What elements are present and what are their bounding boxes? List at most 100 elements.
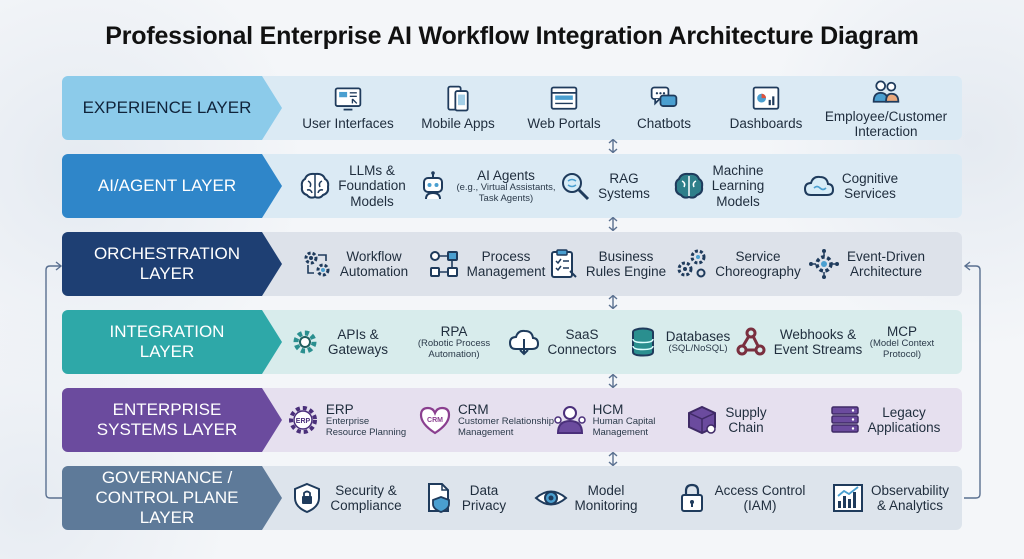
component-title: Legacy Applications [867, 404, 941, 435]
lock-icon [680, 483, 703, 512]
right-feedback-arrow-icon [963, 261, 981, 499]
erp-gear-icon: ERP [288, 406, 317, 434]
server-stack-icon [830, 406, 859, 433]
component-title: Cognitive Services [841, 170, 899, 201]
dashboard-icon [752, 87, 780, 111]
component-text: MCP(Model Context Protocol) [870, 324, 934, 360]
component-text: Data Privacy [462, 483, 506, 513]
component-text: Model Monitoring [574, 483, 637, 513]
layer-items: LLMs & Foundation Models AI Agents(e.g., … [286, 154, 962, 218]
component-text: Employee/Customer Interaction [825, 109, 947, 139]
choreography-gears-icon [677, 249, 706, 278]
component-title: MCP [886, 324, 917, 339]
component-item: Process Management [411, 232, 561, 296]
component-item: RPA(Robotic Process Automation) [379, 310, 529, 374]
brain-network-icon [674, 172, 703, 199]
chat-bubbles-icon [650, 87, 678, 108]
component-text: APIs & Gateways [328, 327, 388, 357]
component-title: Machine Learning Models [711, 163, 765, 209]
component-title: Security & Compliance [330, 482, 402, 513]
component-item: Chatbots [589, 76, 739, 140]
component-item: Data Privacy [389, 466, 539, 530]
component-text: Event-Driven Architecture [847, 249, 925, 279]
component-title: RPA [440, 324, 468, 339]
integration-layer-label: INTEGRATION LAYER [62, 310, 282, 374]
component-item: Legacy Applications [809, 388, 959, 452]
component-item: Cognitive Services [775, 154, 925, 218]
component-subtitle: Enterprise Resource Planning [325, 416, 407, 438]
component-item: Machine Learning Models [643, 154, 793, 218]
component-item: Employee/Customer Interaction [811, 76, 961, 140]
database-icon [631, 327, 654, 357]
component-title: LLMs & Foundation Models [338, 163, 406, 209]
brain-icon [301, 172, 330, 199]
governance-layer-label: GOVERNANCE / CONTROL PLANE LAYER [62, 466, 282, 530]
component-item: SaaS Connectors [487, 310, 637, 374]
component-text: Business Rules Engine [586, 249, 666, 279]
component-text: Security & Compliance [330, 483, 401, 513]
component-item: AI Agents(e.g., Virtual Assistants, Task… [411, 154, 561, 218]
component-title: Data Privacy [461, 482, 507, 513]
component-title: Model Monitoring [574, 482, 638, 513]
browser-icon [550, 87, 578, 111]
component-title: Access Control (IAM) [714, 482, 806, 513]
svg-text:CRM: CRM [427, 417, 443, 424]
component-title: Process Management [466, 248, 546, 279]
component-subtitle: Human Capital Management [592, 416, 656, 438]
component-title: Employee/Customer Interaction [824, 108, 948, 139]
component-text: Cognitive Services [842, 171, 898, 201]
analytics-chart-icon [832, 484, 863, 512]
monitor-icon [334, 87, 362, 111]
component-text: User Interfaces [302, 116, 394, 131]
component-title: HCM [592, 402, 624, 417]
cloud-download-icon [509, 329, 540, 356]
svg-text:ERP: ERP [296, 418, 311, 425]
up-down-arrow-icon [608, 217, 618, 231]
hcm-person-icon [553, 406, 586, 434]
component-title: AI Agents [477, 168, 535, 183]
component-title: Web Portals [527, 116, 601, 132]
component-item: Model Monitoring [511, 466, 661, 530]
component-title: User Interfaces [302, 116, 394, 132]
shield-icon [294, 482, 321, 514]
component-text: Webhooks & Event Streams [774, 327, 863, 357]
component-text: Chatbots [637, 116, 691, 131]
component-item: Access Control (IAM) [665, 466, 815, 530]
left-feedback-arrow-icon [45, 261, 63, 499]
component-title: SaaS Connectors [547, 326, 617, 357]
component-text: Observability & Analytics [871, 483, 949, 513]
component-subtitle: (e.g., Virtual Assistants, Task Agents) [456, 182, 556, 204]
event-gear-icon [808, 249, 839, 279]
component-title: Databases [665, 329, 731, 345]
clipboard-icon [550, 249, 577, 278]
document-shield-icon [427, 483, 450, 513]
component-item: Service Choreography [663, 232, 813, 296]
up-down-arrow-icon [608, 139, 618, 153]
up-down-arrow-icon [608, 374, 618, 388]
webhook-icon [736, 327, 766, 356]
component-title: Mobile Apps [421, 116, 495, 132]
component-item: Security & Compliance [271, 466, 421, 530]
component-item: LLMs & Foundation Models [277, 154, 427, 218]
component-text: Process Management [467, 249, 546, 279]
component-subtitle: Customer Relationship Management [457, 416, 555, 438]
component-text: RAG Systems [598, 171, 650, 201]
component-title: Business Rules Engine [585, 248, 667, 279]
component-item: Databases(SQL/NoSQL) [603, 310, 753, 374]
robot-icon [423, 171, 444, 200]
component-text: Service Choreography [715, 249, 801, 279]
component-item: Business Rules Engine [531, 232, 681, 296]
component-title: Supply Chain [725, 404, 767, 435]
layer-items: Security & Compliance Data Privacy Model M… [286, 466, 962, 530]
component-text: AI Agents(e.g., Virtual Assistants, Task… [456, 168, 555, 204]
